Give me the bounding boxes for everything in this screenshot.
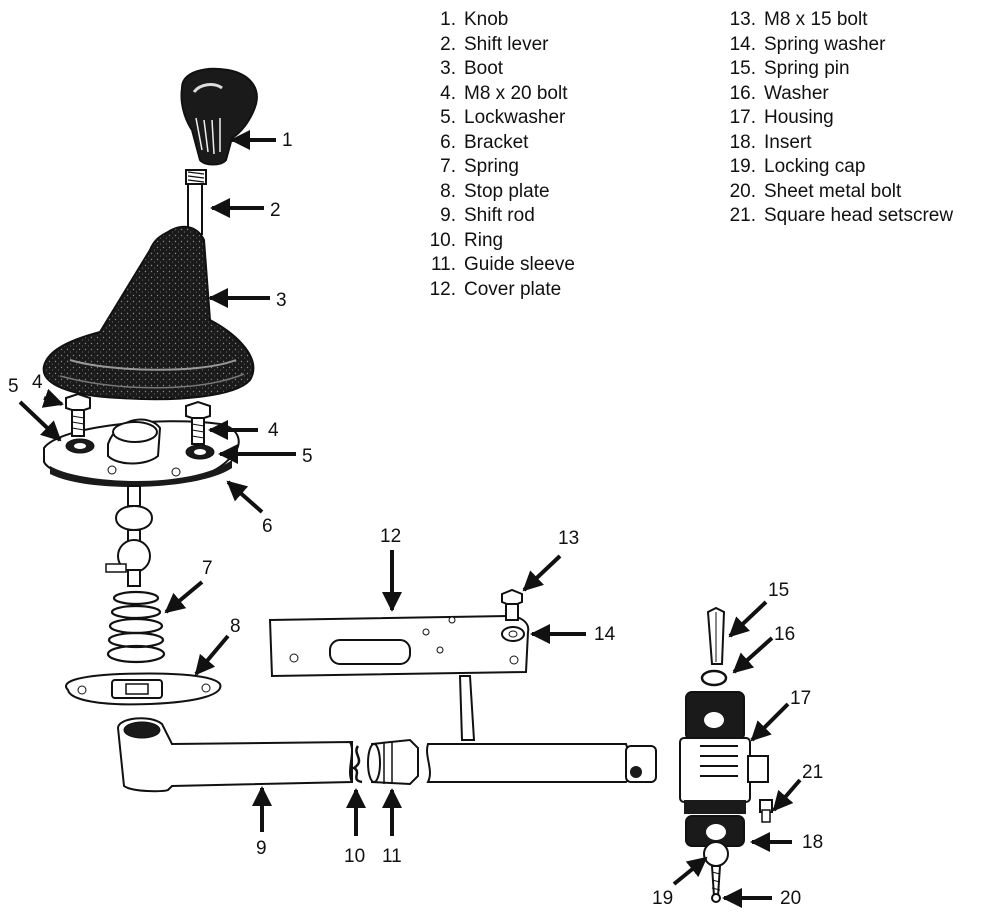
- shift-rod-part: [116, 717, 353, 793]
- legend-item: 16.Washer: [716, 82, 953, 107]
- parts-legend-right: 13.M8 x 15 bolt 14.Spring washer 15.Spri…: [716, 8, 953, 229]
- ring-part: [351, 745, 363, 784]
- callout-2: 2: [270, 200, 281, 221]
- spring-pin-part: [706, 606, 726, 665]
- callout-6: 6: [262, 516, 273, 537]
- legend-label: Insert: [764, 131, 812, 153]
- boot-part: [42, 225, 255, 401]
- legend-label: Stop plate: [464, 180, 550, 202]
- callout-16: 16: [774, 624, 795, 645]
- callout-9: 9: [256, 838, 267, 859]
- bolt-m8x20-left: [65, 392, 91, 437]
- callout-21: 21: [802, 762, 823, 783]
- legend-label: Guide sleeve: [464, 254, 575, 275]
- legend-label: Square head setscrew: [764, 205, 954, 226]
- legend-label: Boot: [464, 58, 504, 79]
- legend-item: 1.Knob: [416, 8, 575, 33]
- legend-item: 8.Stop plate: [416, 180, 575, 205]
- callout-12: 12: [380, 526, 401, 547]
- callout-4-right: 4: [268, 420, 279, 441]
- legend-item: 14.Spring washer: [716, 33, 953, 58]
- locking-cap-part: [703, 841, 729, 867]
- legend-item: 3.Boot: [416, 57, 575, 82]
- legend-item: 10.Ring: [416, 229, 575, 254]
- bolt-m8x20-right: [185, 400, 211, 445]
- legend-item: 13.M8 x 15 bolt: [716, 8, 953, 33]
- legend-label: M8 x 15 bolt: [764, 9, 868, 30]
- callout-8: 8: [230, 616, 241, 637]
- legend-label: M8 x 20 bolt: [464, 82, 568, 104]
- legend-label: Shift lever: [464, 33, 549, 55]
- callout-4-left: 4: [32, 372, 43, 393]
- callout-5-left: 5: [8, 376, 19, 397]
- bolt-m8x15-part: [501, 588, 523, 621]
- spring-part: [106, 590, 166, 664]
- stop-plate-part: [65, 672, 222, 706]
- legend-label: Knob: [464, 9, 509, 30]
- sheet-metal-bolt-part: [710, 865, 722, 903]
- legend-item: 15.Spring pin: [716, 57, 953, 82]
- legend-item: 11.Guide sleeve: [416, 253, 575, 278]
- cover-plate-part: [268, 614, 530, 741]
- legend-label: Locking cap: [764, 156, 866, 177]
- legend-label: Sheet metal bolt: [764, 180, 902, 202]
- square-head-setscrew-part: [759, 799, 773, 823]
- legend-item: 7.Spring: [416, 155, 575, 180]
- callout-1: 1: [282, 130, 293, 151]
- callout-18: 18: [802, 832, 823, 853]
- callout-19: 19: [652, 888, 673, 909]
- housing-part: [679, 691, 769, 814]
- washer-part: [700, 669, 728, 687]
- legend-item: 12.Cover plate: [416, 278, 575, 303]
- legend-item: 17.Housing: [716, 106, 953, 131]
- spring-washer-part: [501, 626, 525, 642]
- legend-label: Washer: [764, 82, 829, 104]
- shift-rod-right-part: [426, 743, 657, 783]
- legend-label: Spring washer: [764, 33, 886, 55]
- callout-13: 13: [558, 528, 579, 549]
- callout-3: 3: [276, 290, 287, 311]
- callout-17: 17: [790, 688, 811, 709]
- legend-item: 4.M8 x 20 bolt: [416, 82, 575, 107]
- legend-label: Cover plate: [464, 278, 562, 300]
- legend-label: Spring: [464, 156, 519, 177]
- callout-10: 10: [344, 846, 365, 867]
- legend-label: Ring: [464, 229, 504, 251]
- legend-item: 20.Sheet metal bolt: [716, 180, 953, 205]
- legend-label: Bracket: [464, 131, 529, 153]
- callout-arrows: [18, 130, 802, 908]
- legend-item: 19.Locking cap: [716, 155, 953, 180]
- callout-20: 20: [780, 888, 801, 909]
- parts-legend-left: 1.Knob 2.Shift lever 3.Boot 4.M8 x 20 bo…: [416, 8, 575, 302]
- bracket-assembly: [43, 418, 240, 487]
- legend-item: 18.Insert: [716, 131, 953, 156]
- legend-item: 21.Square head setscrew: [716, 204, 953, 229]
- callout-15: 15: [768, 580, 789, 601]
- callout-14: 14: [594, 624, 616, 645]
- shift-lever-part: [185, 169, 207, 235]
- callout-11: 11: [382, 846, 402, 867]
- legend-label: Lockwasher: [464, 107, 566, 128]
- callout-5-right: 5: [302, 446, 313, 467]
- knob-part: [180, 67, 258, 166]
- legend-item: 5.Lockwasher: [416, 106, 575, 131]
- insert-part: [685, 815, 745, 847]
- lever-lower-shaft: [105, 485, 154, 587]
- legend-label: Spring pin: [764, 58, 850, 79]
- guide-sleeve-part: [367, 738, 419, 786]
- legend-label: Housing: [764, 107, 834, 128]
- legend-item: 6.Bracket: [416, 131, 575, 156]
- legend-item: 9.Shift rod: [416, 204, 575, 229]
- callout-7: 7: [202, 558, 213, 579]
- legend-item: 2.Shift lever: [416, 33, 575, 58]
- legend-label: Shift rod: [464, 205, 535, 226]
